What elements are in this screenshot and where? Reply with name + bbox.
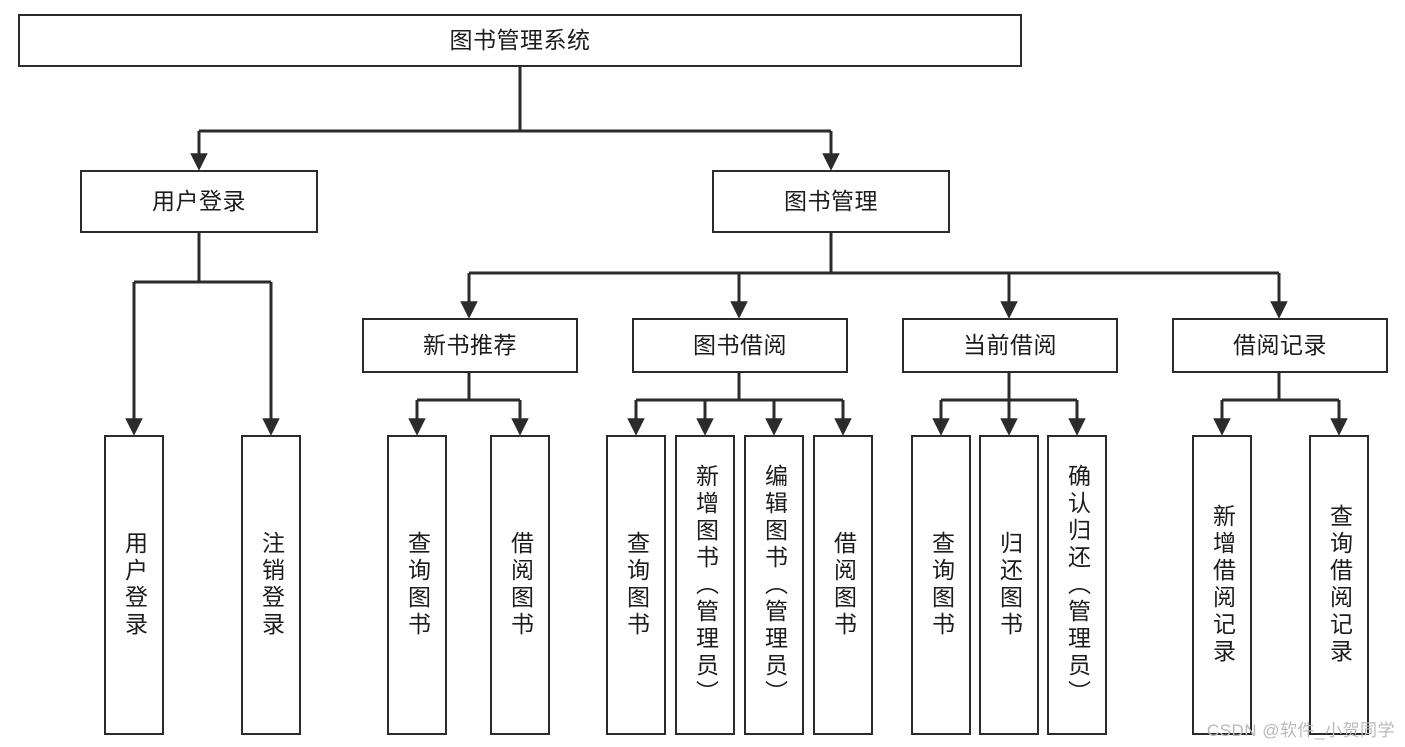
node-root-label: 图书管理系统 (449, 26, 591, 53)
leaf-borrow-record-query[interactable]: 查询借阅记录 (1309, 435, 1369, 735)
leaf-book-borrow-add[interactable]: 新增图书（管理员） (675, 435, 735, 735)
node-new-book-recommendation-label: 新书推荐 (423, 331, 517, 358)
node-new-book-recommendation[interactable]: 新书推荐 (362, 318, 578, 373)
leaf-user-login-login[interactable]: 用户登录 (104, 435, 164, 735)
leaf-user-login-logout[interactable]: 注销登录 (241, 435, 301, 735)
node-book-management-label: 图书管理 (784, 187, 878, 214)
leaf-book-borrow-borrow-label: 借阅图书 (830, 531, 857, 639)
node-root[interactable]: 图书管理系统 (18, 14, 1022, 67)
leaf-current-borrow-confirm-return[interactable]: 确认归还（管理员） (1047, 435, 1107, 735)
node-current-borrowing[interactable]: 当前借阅 (902, 318, 1118, 373)
node-book-borrowing[interactable]: 图书借阅 (632, 318, 848, 373)
node-user-login[interactable]: 用户登录 (80, 170, 318, 233)
leaf-book-borrow-borrow[interactable]: 借阅图书 (813, 435, 873, 735)
leaf-new-book-query[interactable]: 查询图书 (387, 435, 447, 735)
leaf-new-book-query-label: 查询图书 (404, 531, 431, 639)
leaf-borrow-record-add[interactable]: 新增借阅记录 (1192, 435, 1252, 735)
leaf-current-borrow-query[interactable]: 查询图书 (911, 435, 971, 735)
node-current-borrowing-label: 当前借阅 (963, 331, 1057, 358)
leaf-user-login-logout-label: 注销登录 (258, 531, 285, 639)
watermark-text: CSDN @软件_小贺同学 (1206, 721, 1395, 740)
leaf-new-book-borrow[interactable]: 借阅图书 (490, 435, 550, 735)
leaf-borrow-record-query-label: 查询借阅记录 (1326, 504, 1353, 666)
node-book-borrowing-label: 图书借阅 (693, 331, 787, 358)
leaf-book-borrow-query-label: 查询图书 (623, 531, 650, 639)
leaf-current-borrow-return[interactable]: 归还图书 (979, 435, 1039, 735)
leaf-book-borrow-edit[interactable]: 编辑图书（管理员） (744, 435, 804, 735)
leaf-current-borrow-confirm-return-label: 确认归还（管理员） (1064, 463, 1091, 707)
leaf-user-login-login-label: 用户登录 (121, 531, 148, 639)
node-book-management[interactable]: 图书管理 (712, 170, 950, 233)
leaf-new-book-borrow-label: 借阅图书 (507, 531, 534, 639)
leaf-current-borrow-return-label: 归还图书 (996, 531, 1023, 639)
node-borrowing-record-label: 借阅记录 (1233, 331, 1327, 358)
node-borrowing-record[interactable]: 借阅记录 (1172, 318, 1388, 373)
leaf-book-borrow-add-label: 新增图书（管理员） (692, 463, 719, 707)
leaf-borrow-record-add-label: 新增借阅记录 (1209, 504, 1236, 666)
leaf-current-borrow-query-label: 查询图书 (928, 531, 955, 639)
leaf-book-borrow-query[interactable]: 查询图书 (606, 435, 666, 735)
node-user-login-label: 用户登录 (152, 187, 246, 214)
leaf-book-borrow-edit-label: 编辑图书（管理员） (761, 463, 788, 707)
